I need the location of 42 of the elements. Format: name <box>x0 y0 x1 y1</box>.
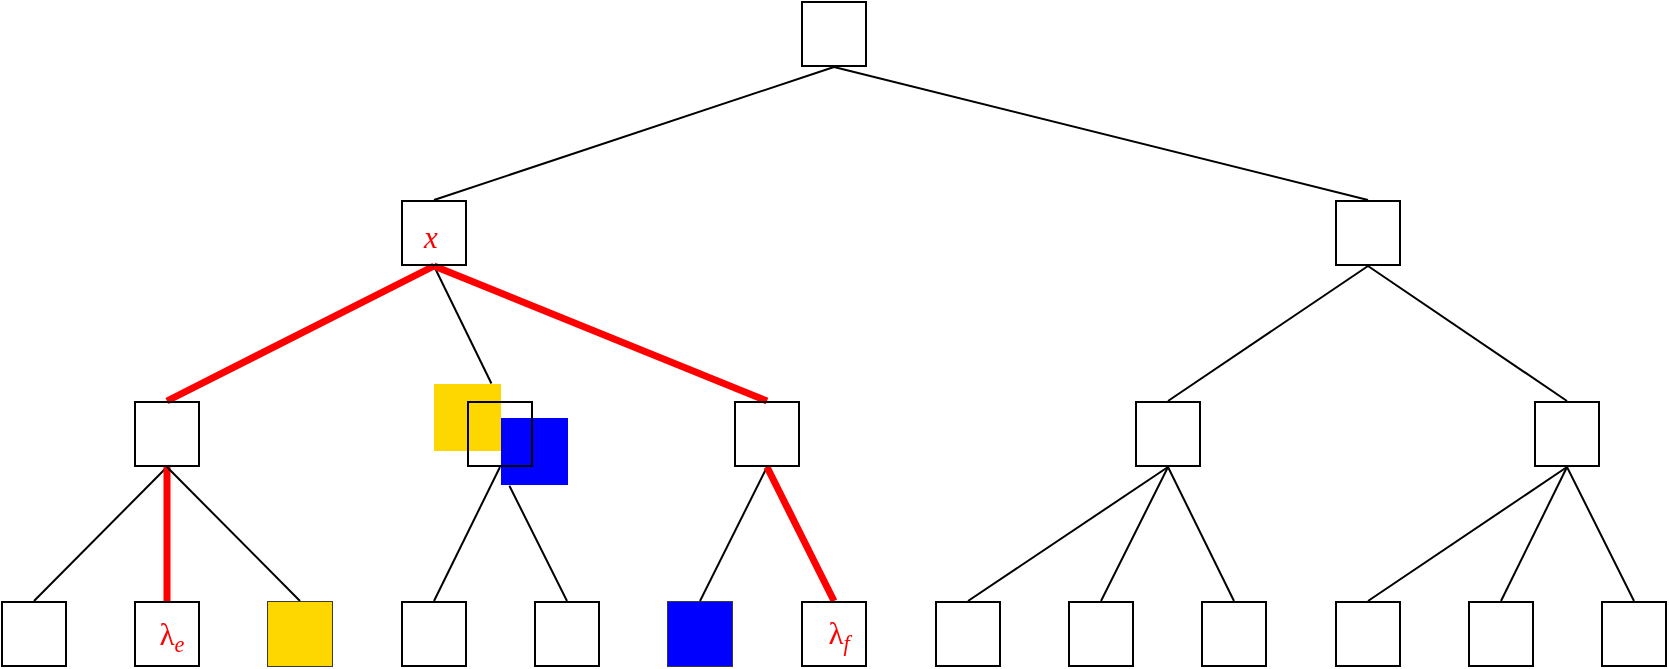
tree-edge <box>1167 466 1235 602</box>
tree-edge <box>1367 265 1568 402</box>
tree-node-box <box>1335 200 1401 266</box>
tree-edge <box>1367 466 1568 602</box>
tree-node-box <box>1135 401 1201 467</box>
tree-node-box <box>801 1 867 67</box>
tree-edge <box>1100 466 1169 602</box>
tree-node-box <box>734 401 800 467</box>
tree-node-box <box>401 200 467 266</box>
filled-square <box>667 601 733 667</box>
node-label: x <box>424 218 439 257</box>
tree-node-box <box>1534 401 1600 467</box>
floating-square <box>434 384 501 451</box>
node-label: λ$_{f}$ <box>827 614 850 658</box>
tree-node-box <box>1335 601 1401 667</box>
tree-edge <box>1500 466 1568 602</box>
node-label: λ$_{e}$ <box>158 615 185 658</box>
tree-node-box <box>134 401 200 467</box>
tree-edge <box>166 466 301 602</box>
tree-edge <box>833 66 1369 201</box>
tree-edge <box>508 484 568 602</box>
tree-node-box <box>935 601 1001 667</box>
tree-node-box <box>401 601 467 667</box>
highlighted-edge <box>165 262 436 405</box>
tree-node-box <box>134 601 200 667</box>
tree-edge <box>433 66 835 201</box>
tree-edge <box>1566 466 1635 602</box>
tree-edge <box>1167 265 1369 402</box>
highlighted-edge <box>763 465 838 603</box>
tree-edge <box>967 466 1169 602</box>
floating-square <box>501 418 568 485</box>
tree-node-box <box>467 401 533 467</box>
tree-edge <box>433 466 501 602</box>
highlighted-edge <box>432 262 769 405</box>
tree-node-box <box>1601 601 1667 667</box>
tree-node-box <box>1068 601 1134 667</box>
tree-node-box <box>1468 601 1534 667</box>
tree-node-box <box>1201 601 1267 667</box>
tree-node-box <box>1 601 67 667</box>
tree-node-box <box>534 601 600 667</box>
tree-node-box <box>801 601 867 667</box>
filled-square <box>267 601 333 667</box>
